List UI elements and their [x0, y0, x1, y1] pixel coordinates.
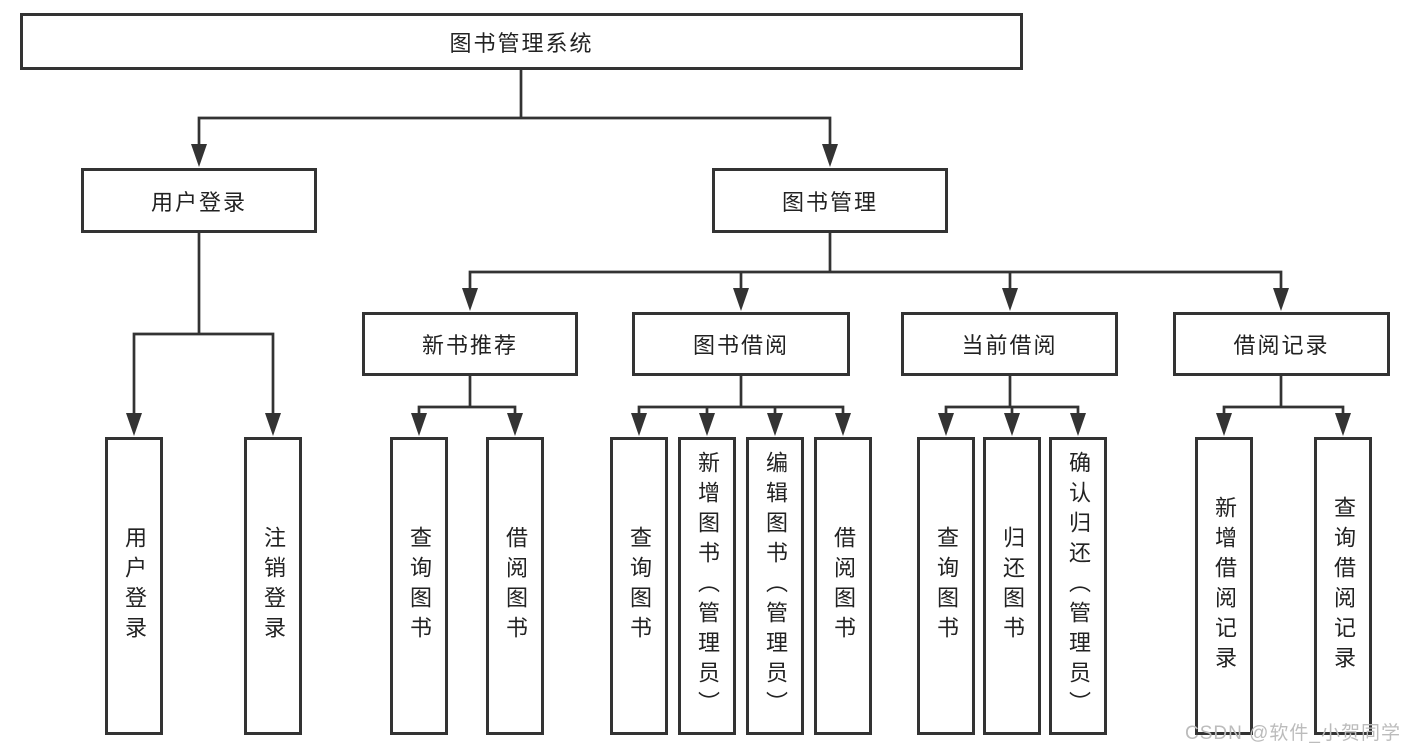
node-current-borrow: 当前借阅: [901, 312, 1118, 376]
node-leaf-borrow-books: 借阅图书: [814, 437, 872, 735]
node-leaf-query-borrow-record: 查询借阅记录: [1314, 437, 1372, 735]
connector-module1-to-leaves: [637, 374, 845, 417]
node-root-label: 图书管理系统: [449, 30, 594, 56]
node-leaf-query-books-recommend-label: 查询图书: [407, 526, 432, 646]
node-leaf-query-books-borrow: 查询图书: [610, 437, 668, 735]
arrowhead: [126, 413, 142, 436]
connector-module0-to-leaves: [417, 374, 517, 417]
arrowhead: [631, 413, 647, 436]
arrowhead: [191, 144, 207, 167]
arrowhead: [835, 413, 851, 436]
connector-root-to-level2: [197, 68, 832, 148]
node-leaf-return-book: 归还图书: [983, 437, 1041, 735]
csdn-watermark: CSDN @软件_小贺同学: [1185, 723, 1401, 744]
arrowhead: [1004, 413, 1020, 436]
node-leaf-query-borrow-record-label: 查询借阅记录: [1331, 496, 1356, 676]
connector-module2-to-leaves: [944, 374, 1080, 417]
node-leaf-borrow-books-label: 借阅图书: [831, 526, 856, 646]
node-book-management-label: 图书管理: [781, 189, 878, 215]
node-leaf-add-borrow-record-label: 新增借阅记录: [1212, 496, 1237, 676]
node-borrow-record: 借阅记录: [1173, 312, 1390, 376]
arrowhead: [1335, 413, 1351, 436]
node-leaf-borrow-books-recommend: 借阅图书: [486, 437, 544, 735]
node-leaf-query-books-recommend: 查询图书: [390, 437, 448, 735]
node-leaf-return-book-label: 归还图书: [1000, 526, 1025, 646]
arrowhead: [1002, 288, 1018, 311]
node-leaf-borrow-books-recommend-label: 借阅图书: [503, 526, 528, 646]
arrowhead: [507, 413, 523, 436]
connector-module3-to-leaves: [1222, 374, 1345, 417]
node-leaf-add-book-admin-label: 新增图书（管理员）: [695, 451, 720, 721]
arrowhead: [462, 288, 478, 311]
node-root: 图书管理系统: [20, 13, 1023, 70]
arrowhead: [733, 288, 749, 311]
arrowhead: [938, 413, 954, 436]
node-leaf-edit-book-admin: 编辑图书（管理员）: [746, 437, 804, 735]
node-leaf-query-books-current-label: 查询图书: [934, 526, 959, 646]
node-leaf-query-books-borrow-label: 查询图书: [627, 526, 652, 646]
node-leaf-confirm-return-admin: 确认归还（管理员）: [1049, 437, 1107, 735]
node-leaf-add-book-admin: 新增图书（管理员）: [678, 437, 736, 735]
arrowhead: [1273, 288, 1289, 311]
node-leaf-query-books-current: 查询图书: [917, 437, 975, 735]
node-leaf-user-login: 用户登录: [105, 437, 163, 735]
node-borrow-record-label: 借阅记录: [1233, 333, 1330, 358]
node-leaf-confirm-return-admin-label: 确认归还（管理员）: [1066, 451, 1091, 721]
node-book-management: 图书管理: [712, 168, 948, 233]
arrowhead: [699, 413, 715, 436]
node-user-login: 用户登录: [81, 168, 317, 233]
node-current-borrow-label: 当前借阅: [961, 333, 1058, 358]
connector-mgmt-to-level3: [468, 231, 1283, 292]
node-new-book-recommend-label: 新书推荐: [421, 333, 518, 358]
node-user-login-label: 用户登录: [150, 189, 247, 215]
arrowhead: [822, 144, 838, 167]
node-book-borrow-label: 图书借阅: [692, 333, 789, 358]
arrowhead: [265, 413, 281, 436]
node-new-book-recommend: 新书推荐: [362, 312, 578, 376]
connector-login-to-leaves: [132, 231, 275, 417]
arrowhead: [1216, 413, 1232, 436]
node-book-borrow: 图书借阅: [632, 312, 850, 376]
arrowhead: [767, 413, 783, 436]
node-leaf-logout: 注销登录: [244, 437, 302, 735]
arrowhead: [1070, 413, 1086, 436]
node-leaf-edit-book-admin-label: 编辑图书（管理员）: [763, 451, 788, 721]
node-leaf-user-login-label: 用户登录: [122, 526, 147, 646]
node-leaf-logout-label: 注销登录: [261, 526, 286, 646]
arrowhead: [411, 413, 427, 436]
node-leaf-add-borrow-record: 新增借阅记录: [1195, 437, 1253, 735]
